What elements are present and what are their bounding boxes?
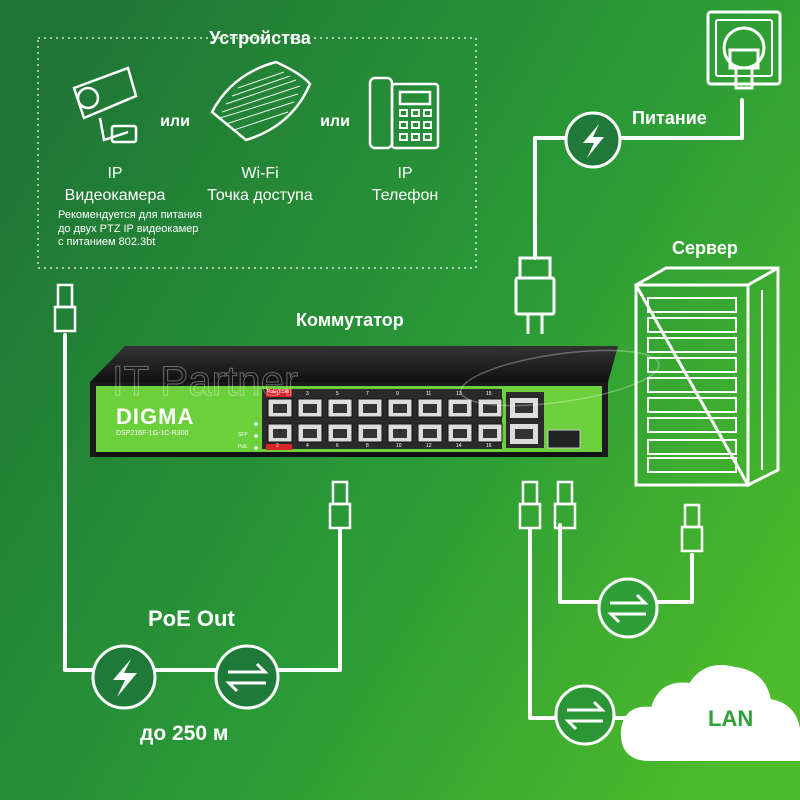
switch-indicator-sfp: SFP	[238, 432, 248, 438]
camera-note-line: с питанием 802.3bt	[58, 236, 156, 248]
access-point-icon	[210, 60, 312, 142]
switch-poe-tag: PoE 7.5W	[267, 389, 290, 395]
switch-port-label: 3	[306, 391, 309, 397]
or-label: или	[160, 113, 190, 130]
switch-port-label: 14	[456, 443, 462, 449]
switch-port-label: 15	[486, 391, 492, 397]
watermark-swoosh	[460, 349, 660, 407]
power-plug-icon	[514, 256, 556, 334]
switch-port-label: 6	[336, 443, 339, 449]
switch-label: Коммутатор	[296, 310, 404, 330]
wifi-label: Wi-Fi Точка доступа	[190, 163, 330, 207]
switch-port-label: 13	[456, 391, 462, 397]
transfer-icon	[607, 593, 649, 624]
phone-icon	[368, 76, 440, 150]
camera-label: IP Видеокамера	[40, 163, 190, 207]
switch-port-label: 7	[366, 391, 369, 397]
wifi-label-line2: Точка доступа	[207, 187, 313, 204]
distance-label: до 250 м	[140, 722, 229, 745]
lan-label: LAN	[708, 706, 754, 731]
switch-model: DSP216F-1G-1C-R300	[116, 430, 189, 437]
switch-port-label: 2	[276, 443, 279, 449]
devices-title: Устройства	[209, 28, 311, 48]
phone-label: IP Телефон	[350, 163, 460, 207]
wifi-label-line1: Wi-Fi	[241, 165, 279, 182]
switch-port-label: 12	[426, 443, 432, 449]
poe-cable-left	[63, 333, 342, 672]
camera-note: Рекомендуется для питания до двух PTZ IP…	[58, 209, 278, 250]
switch-port-label: 4	[306, 443, 309, 449]
transfer-icon	[225, 662, 269, 693]
camera-label-line2: Видеокамера	[64, 187, 166, 204]
camera-note-line: до двух PTZ IP видеокамер	[58, 222, 199, 235]
socket-icon	[706, 10, 782, 90]
cloud-icon	[620, 665, 800, 761]
poe-data-badge	[214, 644, 280, 710]
lightning-icon	[583, 124, 604, 158]
switch-port-label: 11	[426, 391, 432, 397]
power-cable	[533, 98, 744, 260]
lightning-icon	[113, 659, 137, 697]
or-label: или	[320, 113, 350, 130]
camera-icon	[72, 66, 138, 144]
switch-device	[90, 346, 618, 457]
switch-port-label: 16	[486, 443, 492, 449]
switch-brand: DIGMA	[116, 404, 195, 429]
switch-port-label: 10	[396, 443, 402, 449]
sfp-port	[547, 429, 581, 449]
watermark: IT Partner	[112, 357, 298, 404]
switch-port-label: 1	[276, 391, 279, 397]
server-data-badge	[597, 577, 659, 639]
switch-port-label: 8	[366, 443, 369, 449]
switch-indicator-poe: PoE	[238, 444, 248, 450]
server-label: Сервер	[672, 238, 738, 258]
transfer-icon	[564, 700, 606, 731]
power-label: Питание	[632, 108, 707, 128]
phone-label-line2: Телефон	[371, 187, 439, 204]
poe-tag-top	[266, 389, 292, 397]
devices-box	[37, 37, 477, 269]
poe-out-label: PoE Out	[148, 606, 235, 631]
port-inner	[273, 404, 497, 438]
switch-port-label: 5	[336, 391, 339, 397]
phone-label-line1: IP	[397, 165, 413, 182]
camera-label-line1: IP	[107, 165, 123, 182]
camera-note-line: Рекомендуется для питания	[58, 209, 202, 221]
switch-port-label: 9	[396, 391, 399, 397]
lan-data-badge	[554, 684, 616, 746]
rj45-plug-icon	[53, 283, 704, 553]
server-rack-icon	[633, 266, 780, 487]
poe-tag-bottom	[266, 444, 292, 450]
